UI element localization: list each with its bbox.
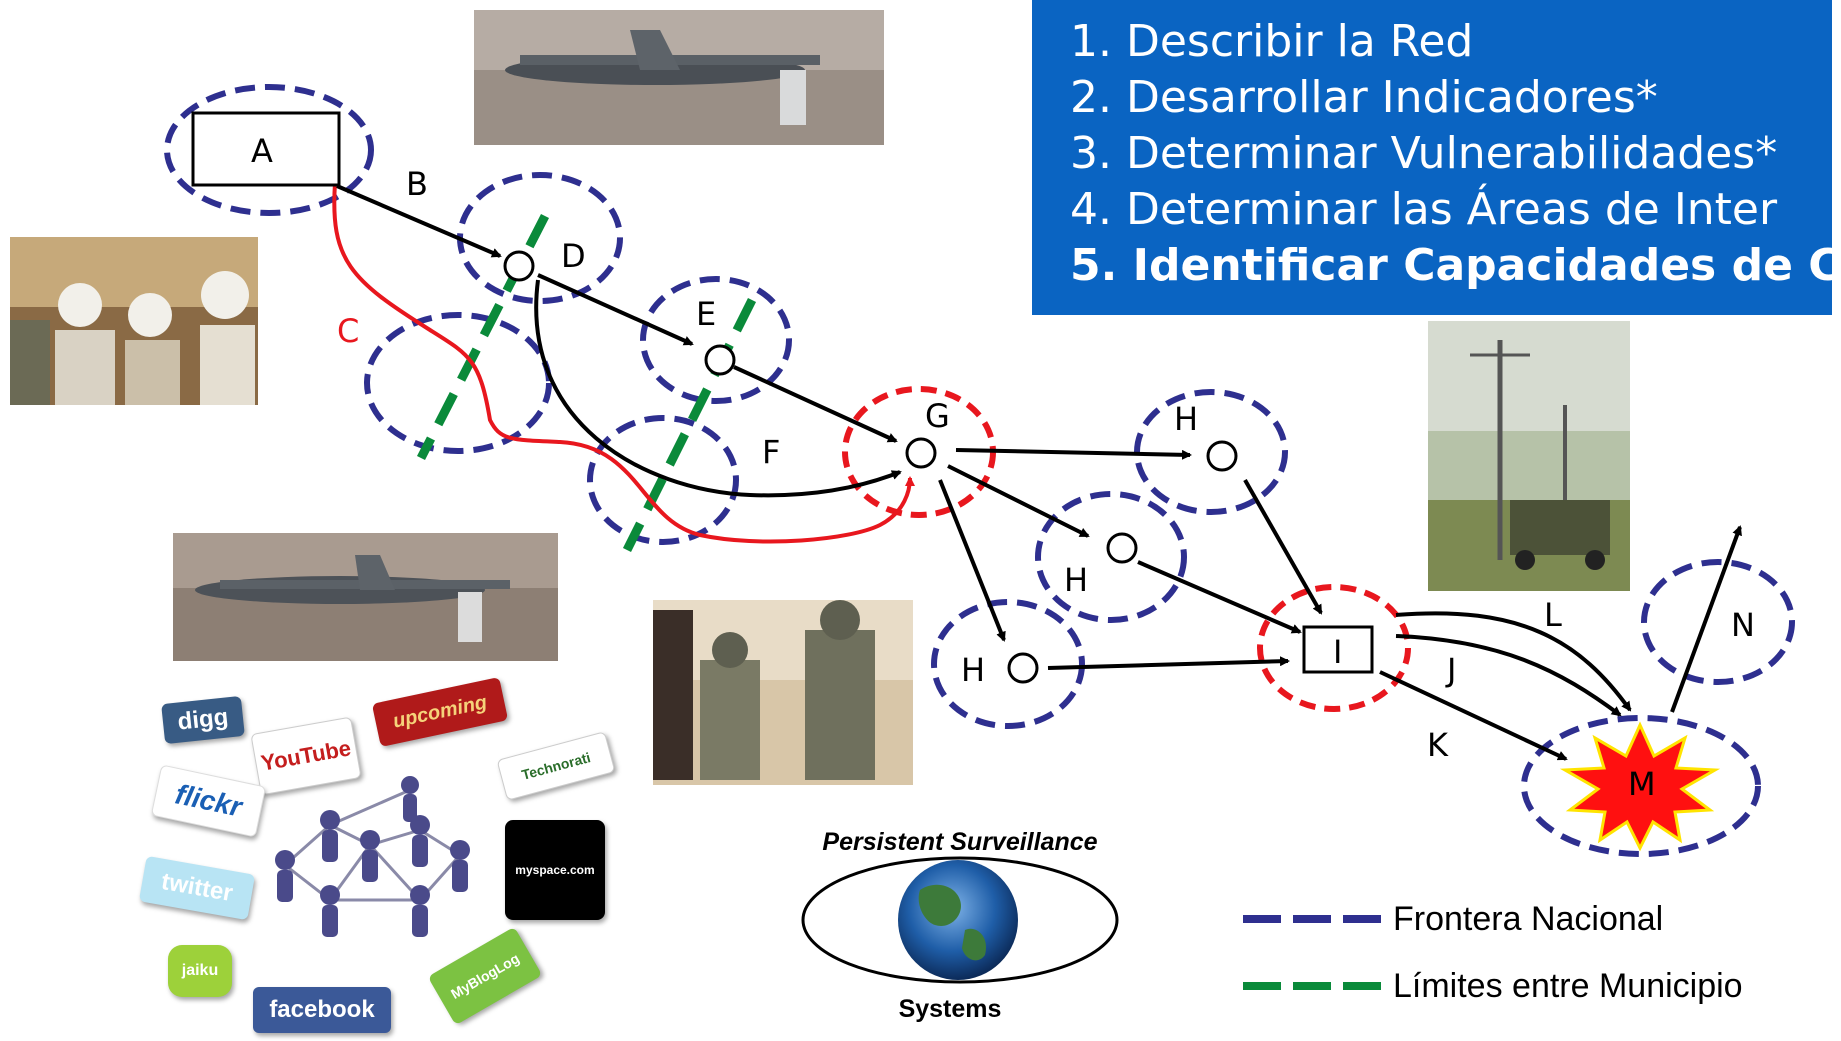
label-h1: H	[1174, 400, 1198, 438]
node-i-box	[1302, 625, 1374, 674]
legend-dash-blue	[1243, 915, 1281, 923]
soldiers-photo	[653, 600, 913, 785]
legend-dash-green	[1293, 982, 1331, 990]
explosion-m	[1559, 721, 1721, 852]
label-n: N	[1731, 606, 1755, 644]
network-diagram: A B C D E F G H H H I J K L M N	[10, 10, 1795, 1023]
label-a: A	[251, 132, 273, 170]
label-m: M	[1628, 765, 1656, 803]
node-h2	[1106, 532, 1138, 564]
label-g: G	[925, 397, 950, 435]
step-3: 3. Determinar Vulnerabilidades*	[1070, 128, 1778, 179]
label-c: C	[337, 312, 359, 350]
arrow-j	[1395, 634, 1622, 717]
label-k: K	[1427, 726, 1449, 764]
arrow-h2-i	[1137, 560, 1302, 634]
border-ellipse-a	[164, 84, 374, 216]
label-i: I	[1333, 633, 1342, 671]
border-ellipse-c	[364, 312, 552, 454]
chip-digg: digg	[161, 695, 245, 745]
border-ellipse-e	[640, 276, 792, 404]
legend-label-national-border: Frontera Nacional	[1393, 899, 1664, 938]
legend-municipal-border: Límites entre Municipio	[1243, 964, 1743, 1008]
antenna-truck-photo	[1428, 321, 1630, 591]
arrow-f	[534, 279, 902, 498]
step-2: 2. Desarrollar Indicadores*	[1070, 72, 1658, 123]
arrow-g-h3	[938, 479, 1006, 642]
arrow-b	[336, 184, 502, 258]
legend-dash-green	[1243, 982, 1281, 990]
legend-label-municipal-border: Límites entre Municipio	[1393, 966, 1743, 1005]
chip-jaiku: jaiku	[168, 945, 232, 997]
label-b: B	[406, 165, 428, 203]
arrow-k	[1379, 670, 1568, 761]
arrow-h1-i	[1243, 479, 1323, 615]
border-ellipse-n	[1641, 559, 1795, 685]
drone-photo-top	[474, 10, 884, 145]
chip-myspace: myspace.com	[505, 820, 605, 920]
label-l: L	[1544, 596, 1562, 634]
pss-logo-top-text: Persistent Surveillance	[822, 828, 1097, 856]
node-e	[704, 344, 736, 376]
arrow-e-g	[733, 365, 898, 443]
step-5: 5. Identificar Capacidades de C	[1070, 240, 1841, 291]
social-network-cluster	[275, 776, 470, 937]
label-d: D	[561, 237, 586, 275]
arrow-h3-i	[1047, 656, 1290, 670]
path-c	[332, 182, 915, 544]
node-d	[503, 250, 535, 282]
border-ellipse-d	[457, 172, 623, 304]
drone-photo-bottom	[173, 533, 558, 661]
legend-dash-green	[1343, 982, 1381, 990]
pss-logo-bottom-text: Systems	[899, 995, 1002, 1023]
legend-national-border: Frontera Nacional	[1243, 897, 1663, 941]
arrow-l	[1395, 611, 1632, 712]
label-h2: H	[1064, 561, 1088, 599]
steps-panel: 1. Describir la Red 2. Desarrollar Indic…	[1032, 0, 1841, 315]
highlight-ellipse-i	[1257, 584, 1411, 712]
label-h3: H	[961, 651, 985, 689]
label-j: J	[1445, 651, 1456, 689]
border-ellipse-h3	[931, 599, 1085, 729]
node-a-box	[191, 111, 341, 187]
label-e: E	[696, 295, 716, 333]
border-ellipse-m	[1521, 715, 1761, 857]
arrow-d-e	[537, 273, 694, 346]
legend-dash-blue	[1293, 915, 1331, 923]
legend-dash-blue	[1343, 915, 1381, 923]
pss-logo: Persistent Surveillance Systems	[801, 828, 1119, 1023]
arrow-g-h2	[947, 464, 1090, 538]
elders-photo	[10, 237, 258, 405]
arrow-m-n	[1670, 525, 1742, 713]
border-ellipse-h2	[1035, 491, 1187, 623]
chip-facebook: facebook	[253, 987, 391, 1033]
border-ellipse-f	[587, 415, 739, 545]
node-g	[905, 437, 937, 469]
label-f: F	[762, 433, 780, 471]
step-4: 4. Determinar las Áreas de Inter	[1070, 184, 1778, 235]
step-1: 1. Describir la Red	[1070, 16, 1474, 67]
node-h3	[1007, 652, 1039, 684]
municipal-boundary-2	[622, 297, 757, 553]
arrow-g-h1	[955, 448, 1192, 460]
municipal-boundary-1	[416, 213, 550, 461]
node-h1	[1206, 440, 1238, 472]
